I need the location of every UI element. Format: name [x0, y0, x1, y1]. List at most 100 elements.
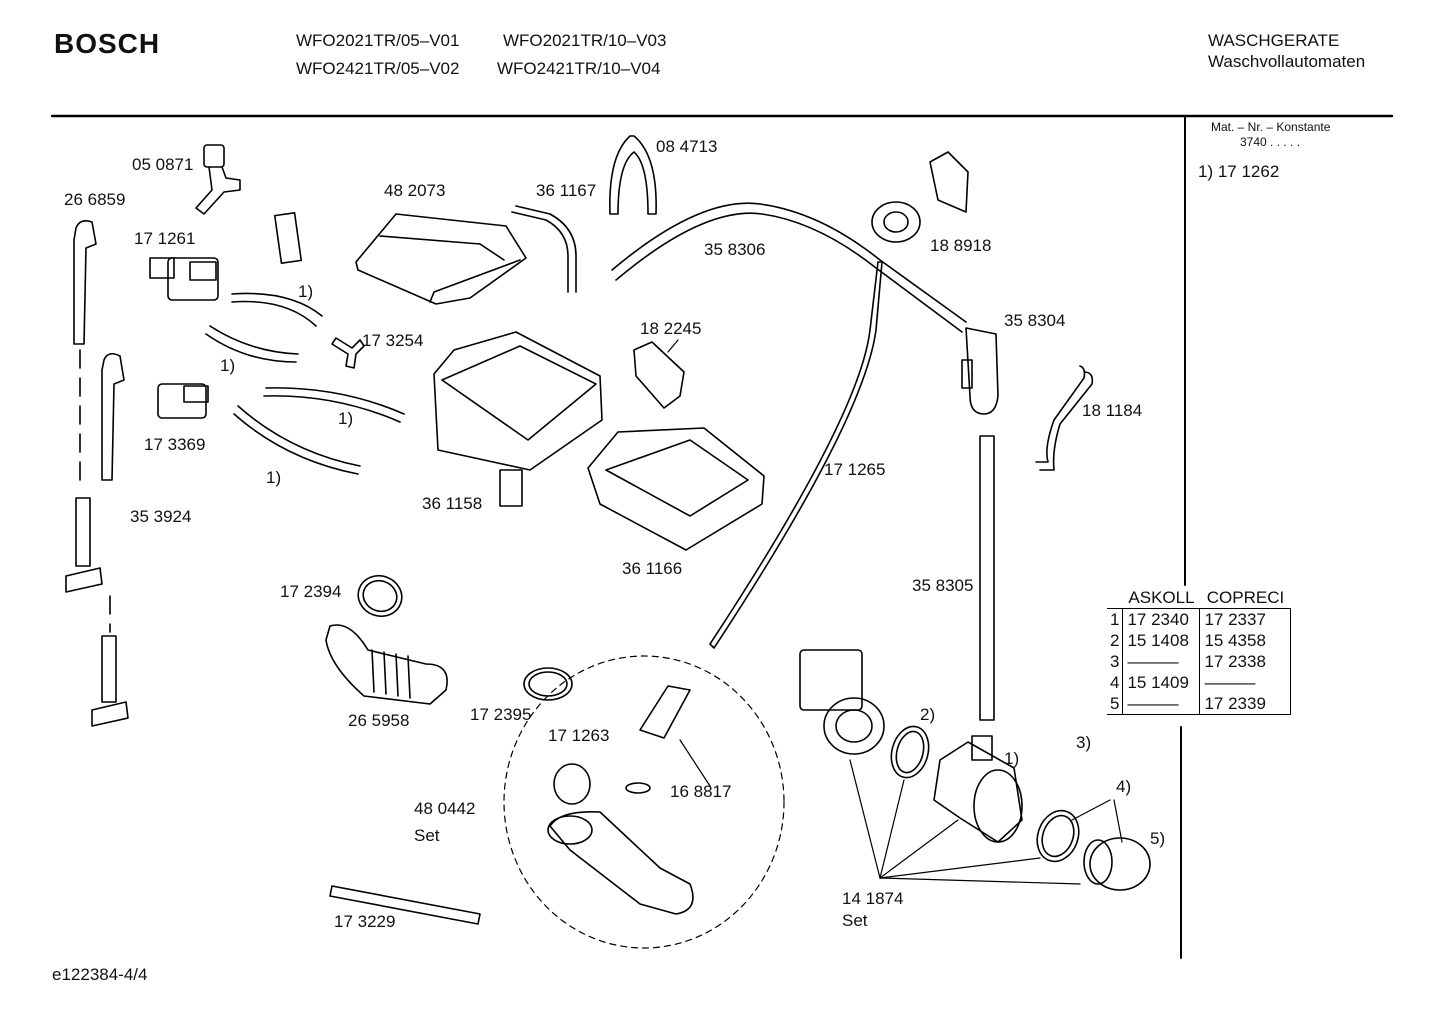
- part-label: 08 4713: [656, 137, 718, 156]
- long-hose-part: [615, 212, 963, 333]
- hose-part: [329, 885, 481, 925]
- part-label: 36 1166: [622, 559, 683, 578]
- part-label: 26 6859: [64, 190, 126, 209]
- seal-ring-part: [1036, 809, 1080, 863]
- part-label: 1): [1004, 749, 1020, 768]
- askoll-part-no: ———: [1122, 651, 1201, 672]
- copreci-part-no: ———: [1199, 672, 1292, 693]
- category-subtitle: Waschvollautomaten: [1208, 52, 1366, 71]
- filter-part: [1083, 837, 1151, 891]
- table-header-blank: [1107, 587, 1123, 609]
- copreci-part-no: 17 2339: [1199, 693, 1292, 715]
- part-label: 1): [338, 409, 354, 428]
- connector-nut-part: [65, 497, 129, 727]
- hose-part: [1035, 365, 1086, 463]
- copreci-part-no: 15 4358: [1199, 630, 1292, 651]
- part-label: 17 2395: [470, 705, 532, 724]
- dispenser-drawer-part: [355, 213, 527, 305]
- model-number: WFO2021TR/10–V03: [503, 31, 667, 50]
- mat-number-header: Mat. – Nr. – Konstante: [1211, 120, 1331, 134]
- part-label: 1): [298, 282, 314, 301]
- long-hose-part: [611, 202, 967, 323]
- part-label: 17 3369: [144, 435, 206, 454]
- document-id: e122384-4/4: [52, 965, 148, 984]
- long-hose-part: [709, 261, 883, 649]
- part-label: 1): [220, 356, 236, 375]
- pressure-switch-part: [871, 151, 969, 243]
- table-row: 4 15 1409 ———: [1107, 672, 1292, 693]
- copreci-part-no: 17 2338: [1199, 651, 1292, 672]
- seal-ring-part: [362, 579, 398, 613]
- air-trap-part: [961, 327, 999, 415]
- row-index: 4: [1107, 672, 1124, 693]
- part-label: 17 2394: [280, 582, 342, 601]
- t-connector-part: [331, 337, 365, 369]
- copreci-part-no: 17 2337: [1199, 608, 1292, 630]
- brand-logo: BOSCH: [54, 28, 161, 59]
- pump-housing-part: [933, 735, 1023, 843]
- table-row: 2 15 1408 15 4358: [1107, 630, 1292, 651]
- row-index: 3: [1107, 651, 1124, 672]
- y-connector-part: [195, 144, 241, 215]
- part-label: 48 2073: [384, 181, 446, 200]
- part-label: 35 3924: [130, 507, 192, 526]
- mat-number-value: 3740 . . . . .: [1240, 135, 1301, 149]
- table-row: 5 ——— 17 2339: [1107, 693, 1292, 715]
- part-label: 48 0442: [414, 799, 476, 818]
- hose-part: [511, 211, 569, 293]
- leader-lines: [667, 339, 1123, 885]
- table-header-copreci: COPRECI: [1199, 587, 1291, 609]
- category-title: WASCHGERATE: [1208, 31, 1340, 50]
- part-label: 4): [1116, 777, 1132, 796]
- part-label: 05 0871: [132, 155, 194, 174]
- part-label: 14 1874: [842, 889, 904, 908]
- seal-ring-part: [357, 574, 403, 618]
- part-label: 17 3254: [362, 331, 424, 350]
- row-index: 2: [1107, 630, 1124, 651]
- table-row: 1 17 2340 17 2337: [1107, 608, 1292, 630]
- table-row: 3 ——— 17 2338: [1107, 651, 1292, 672]
- askoll-part-no: 15 1409: [1122, 672, 1201, 693]
- part-label: 36 1158: [422, 494, 483, 513]
- connector-board-part: [273, 212, 303, 264]
- part-label: 26 5958: [348, 711, 410, 730]
- drawer-insert-part: [587, 427, 765, 551]
- corrugated-hose-part: [325, 624, 448, 705]
- inlet-valve-part: [149, 257, 219, 419]
- seal-ring-part: [895, 730, 925, 774]
- hose-part: [515, 205, 577, 293]
- part-label: 18 1184: [1082, 401, 1143, 420]
- hose-elbow-part: [73, 220, 125, 491]
- hose-segment-part: [205, 292, 405, 475]
- part-label: 17 1263: [548, 726, 610, 745]
- part-label: 17 1261: [134, 229, 196, 248]
- seal-ring-part: [1041, 814, 1075, 858]
- part-label: 16 8817: [670, 782, 732, 801]
- drain-pump-part: [799, 649, 885, 755]
- bracket-part: [633, 341, 685, 409]
- set-boundary: [503, 655, 785, 949]
- part-label: Set: [414, 826, 440, 845]
- part-label: 17 1265: [824, 460, 886, 479]
- part-label: 17 3229: [334, 912, 396, 931]
- part-label: 2): [920, 705, 936, 724]
- part-label: 5): [1150, 829, 1166, 848]
- part-label: 1): [266, 468, 282, 487]
- sump-part: [547, 685, 694, 915]
- supplier-table: ASKOLL COPRECI 1 17 2340 17 2337 2 15 14…: [1107, 587, 1292, 715]
- detergent-tub-part: [433, 331, 603, 507]
- seal-ring-part: [523, 667, 573, 701]
- part-label: 36 1167: [536, 181, 597, 200]
- part-label: 18 8918: [930, 236, 992, 255]
- seal-ring-part: [890, 725, 930, 779]
- part-label: 35 8305: [912, 576, 974, 595]
- askoll-part-no: 15 1408: [1122, 630, 1201, 651]
- part-label: 35 8304: [1004, 311, 1066, 330]
- row-index: 5: [1107, 693, 1124, 715]
- hook-part: [609, 135, 657, 215]
- askoll-part-no: 17 2340: [1122, 608, 1201, 630]
- askoll-part-no: ———: [1122, 693, 1201, 715]
- row-index: 1: [1107, 608, 1124, 630]
- table-header-askoll: ASKOLL: [1122, 587, 1200, 609]
